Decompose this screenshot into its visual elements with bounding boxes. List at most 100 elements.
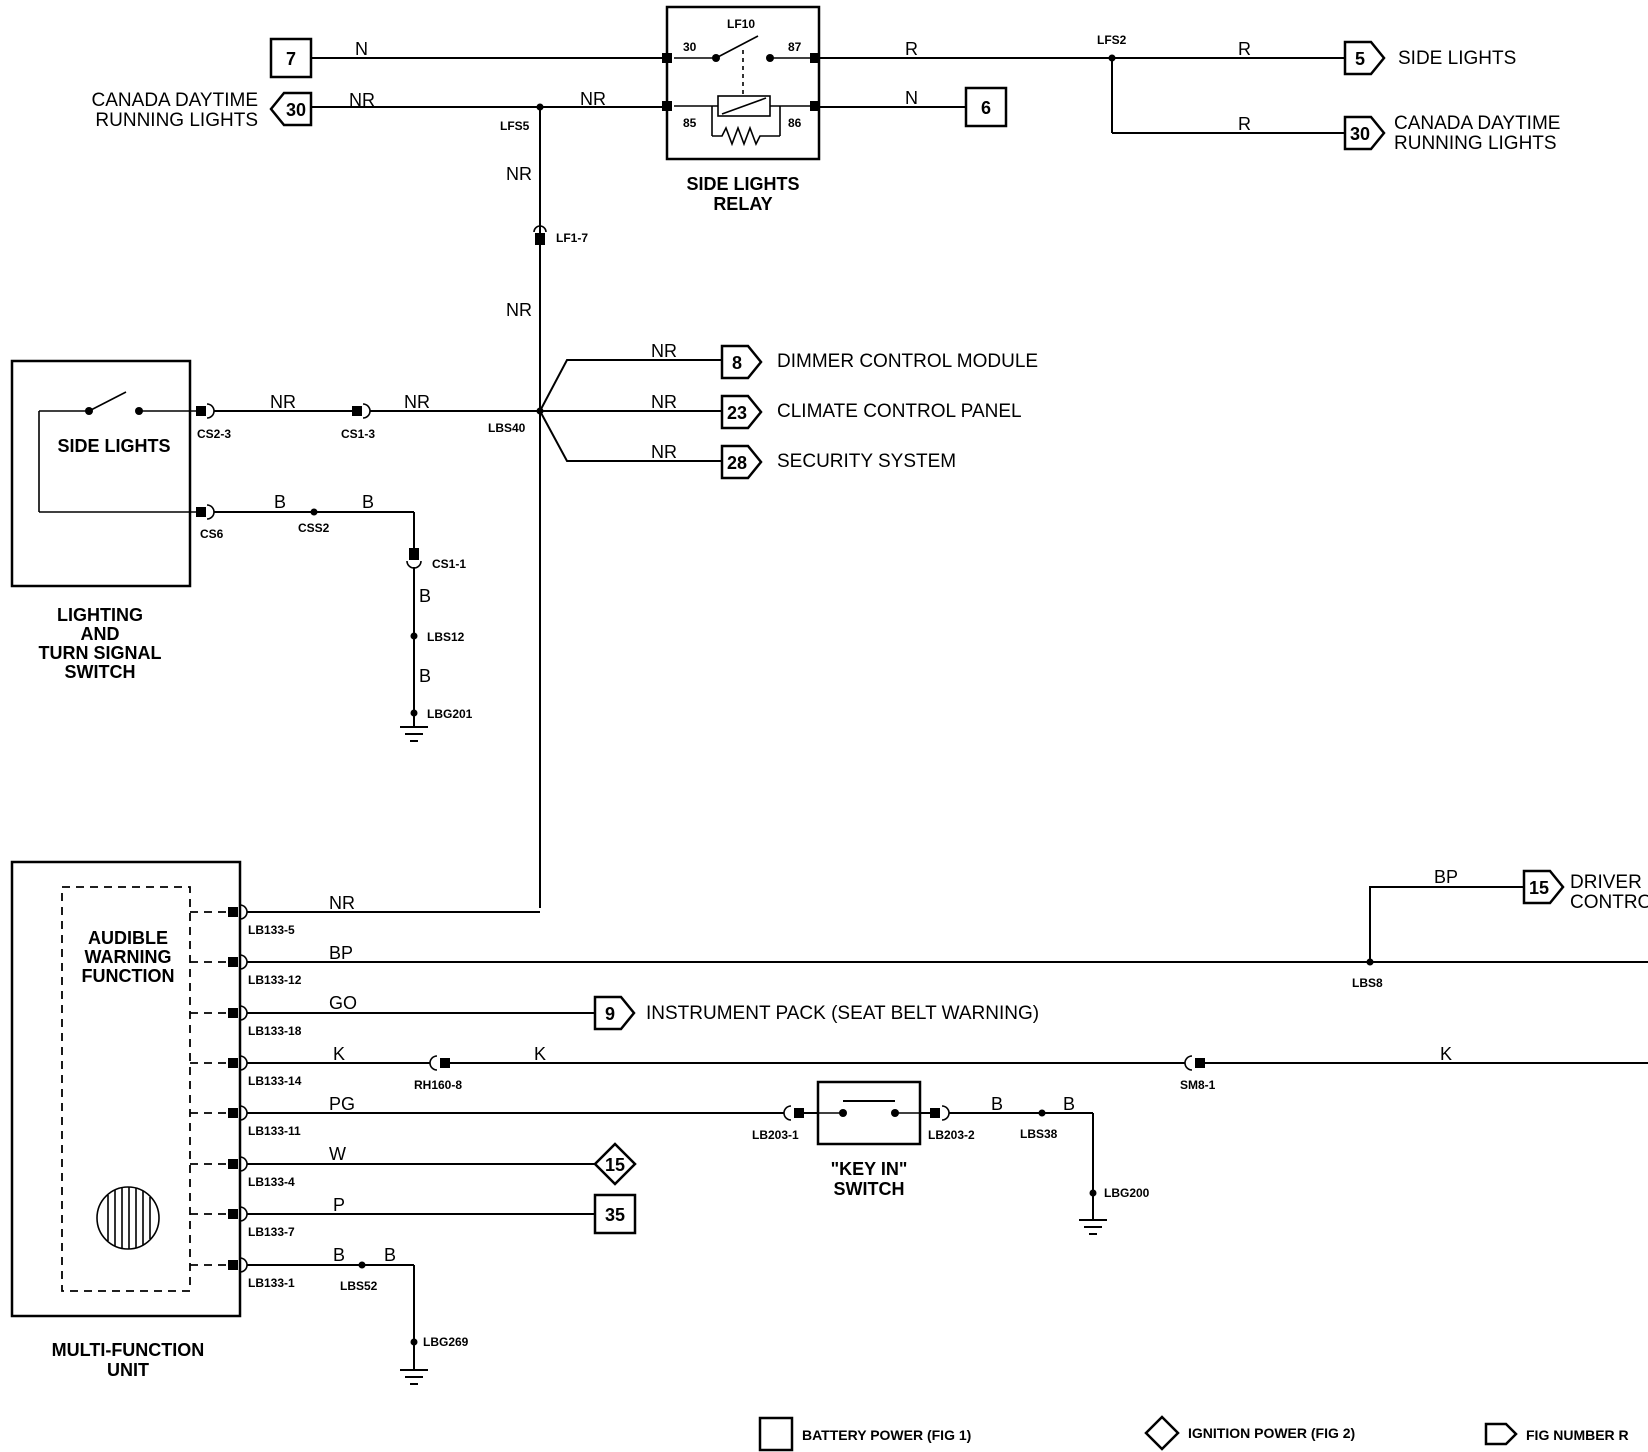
svg-text:W: W — [329, 1144, 346, 1164]
svg-text:LFS5: LFS5 — [500, 119, 530, 133]
relay-pin-87-label: 87 — [788, 40, 802, 54]
connector-sm8-1 — [1184, 1055, 1193, 1071]
svg-text:LB133-11: LB133-11 — [248, 1124, 301, 1138]
multi-function-unit: AUDIBLE WARNING FUNCTION MULTI-FUNCTION … — [10, 860, 242, 1380]
svg-text:23: 23 — [727, 403, 747, 423]
svg-text:15: 15 — [1529, 878, 1549, 898]
audible-warning-function-box — [61, 886, 191, 1292]
fig-ref-8 — [720, 344, 763, 380]
svg-text:B: B — [333, 1245, 345, 1265]
relay-pin-85-label: 85 — [683, 116, 697, 130]
ignition-power-ref-15 — [593, 1142, 637, 1186]
lbs40-branches: LBS40 NR NR NR 8 DIMMER CONTROL MODULE 2… — [488, 341, 1038, 480]
svg-text:B: B — [991, 1094, 1003, 1114]
svg-text:RH160-8: RH160-8 — [414, 1078, 462, 1092]
connector-lb203-2 — [941, 1105, 950, 1121]
svg-text:30: 30 — [1350, 124, 1370, 144]
buzzer-icon — [96, 1186, 160, 1250]
svg-text:LBS8: LBS8 — [1352, 976, 1383, 990]
svg-text:5: 5 — [1355, 49, 1365, 69]
svg-text:NR: NR — [651, 442, 677, 462]
svg-text:CS1-3: CS1-3 — [341, 427, 375, 441]
ground-icon — [1079, 1219, 1107, 1235]
svg-text:LB133-14: LB133-14 — [248, 1074, 302, 1088]
legend: BATTERY POWER (FIG 1) IGNITION POWER (FI… — [758, 1415, 1629, 1452]
climate-control-panel: CLIMATE CONTROL PANEL — [777, 401, 1022, 422]
dimmer-control-module: DIMMER CONTROL MODULE — [777, 351, 1038, 372]
svg-text:30: 30 — [286, 100, 306, 120]
wire-color-n: N — [355, 39, 368, 59]
svg-text:SM8-1: SM8-1 — [1180, 1078, 1216, 1092]
driver-control-line1: DRIVER — [1570, 872, 1642, 893]
legend-ignition-power: IGNITION POWER (FIG 2) — [1188, 1425, 1355, 1441]
switch-housing — [10, 359, 192, 588]
svg-text:FUNCTION: FUNCTION — [82, 966, 175, 986]
svg-text:LBS38: LBS38 — [1020, 1127, 1058, 1141]
svg-text:K: K — [534, 1044, 546, 1064]
fig-ref-30-left — [269, 91, 313, 127]
fig-ref-5 — [1343, 40, 1386, 76]
connector-cs1-1 — [406, 560, 422, 569]
connector-lb203-1 — [783, 1105, 792, 1121]
svg-text:B: B — [362, 492, 374, 512]
canada-drl-right-line1: CANADA DAYTIME — [1394, 113, 1560, 134]
side-lights-switch-label: SIDE LIGHTS — [57, 436, 170, 456]
battery-power-ref-35 — [593, 1193, 637, 1235]
switch-name-line2: AND — [81, 624, 120, 644]
svg-text:BP: BP — [329, 943, 353, 963]
svg-text:NR: NR — [270, 392, 296, 412]
side-lights-destination: SIDE LIGHTS — [1398, 48, 1516, 69]
svg-text:NR: NR — [580, 89, 606, 109]
key-in-switch: "KEY IN" SWITCH — [816, 1080, 922, 1199]
svg-text:B: B — [1063, 1094, 1075, 1114]
svg-text:NR: NR — [349, 90, 375, 110]
svg-text:R: R — [1238, 39, 1251, 59]
canada-drl-right-line2: RUNNING LIGHTS — [1394, 133, 1557, 154]
svg-text:BP: BP — [1434, 867, 1458, 887]
svg-text:N: N — [905, 88, 918, 108]
svg-text:LBS12: LBS12 — [427, 630, 465, 644]
side-lights-switch-contact — [88, 391, 127, 412]
svg-text:LBS40: LBS40 — [488, 421, 526, 435]
svg-text:CSS2: CSS2 — [298, 521, 330, 535]
canada-drl-left-line2: RUNNING LIGHTS — [95, 110, 258, 131]
svg-text:B: B — [384, 1245, 396, 1265]
mfu-housing — [10, 860, 242, 1318]
ground-icon — [400, 726, 428, 742]
switch-name-line4: SWITCH — [65, 662, 136, 682]
svg-text:7: 7 — [286, 49, 296, 69]
svg-text:CS1-1: CS1-1 — [432, 557, 466, 571]
svg-text:NR: NR — [651, 392, 677, 412]
switch-name-line3: TURN SIGNAL — [39, 643, 162, 663]
svg-text:R: R — [905, 39, 918, 59]
legend-fig-number-ref: FIG NUMBER R — [1526, 1427, 1629, 1443]
lighting-turn-signal-switch: SIDE LIGHTS CS2-3 NR CS1-3 NR CS6 B CSS2… — [10, 359, 540, 742]
svg-text:GO: GO — [329, 993, 357, 1013]
legend-ignition-diamond-icon — [1144, 1415, 1180, 1451]
fig-ref-30-right — [1343, 115, 1386, 151]
svg-text:CS2-3: CS2-3 — [197, 427, 231, 441]
canada-drl-left-line1: CANADA DAYTIME — [92, 90, 258, 111]
svg-text:NR: NR — [506, 164, 532, 184]
svg-text:R: R — [1238, 114, 1251, 134]
relay-pin-86-label: 86 — [788, 116, 802, 130]
svg-text:LF1-7: LF1-7 — [556, 231, 588, 245]
svg-text:35: 35 — [605, 1205, 625, 1225]
battery-power-ref-6 — [964, 86, 1008, 128]
svg-text:LFS2: LFS2 — [1097, 33, 1127, 47]
splice-lbs12 — [410, 632, 418, 640]
svg-text:WARNING: WARNING — [85, 947, 172, 967]
relay-resistor-icon — [712, 125, 780, 147]
svg-text:NR: NR — [329, 893, 355, 913]
svg-text:K: K — [333, 1044, 345, 1064]
svg-text:LB203-2: LB203-2 — [928, 1128, 975, 1142]
connector-lf1-7 — [533, 225, 547, 233]
fig-ref-9 — [593, 995, 636, 1031]
svg-text:LB133-7: LB133-7 — [248, 1225, 295, 1239]
ground-icon — [400, 1369, 428, 1385]
svg-text:LB133-5: LB133-5 — [248, 923, 295, 937]
relay-id-label: LF10 — [727, 17, 755, 31]
svg-text:SWITCH: SWITCH — [834, 1179, 905, 1199]
driver-control-line2: CONTRO — [1570, 892, 1648, 913]
svg-text:LB133-1: LB133-1 — [248, 1276, 295, 1290]
